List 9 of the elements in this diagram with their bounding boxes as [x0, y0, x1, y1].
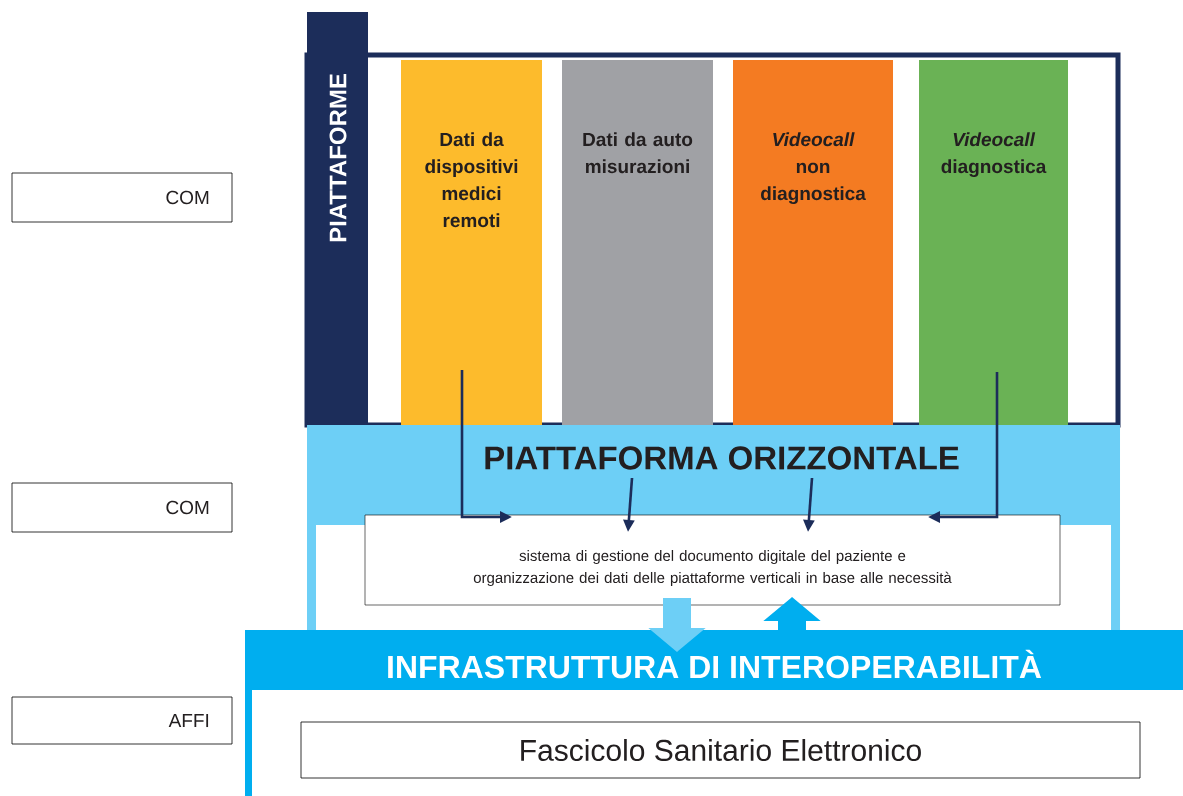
label-box: COM	[11, 172, 233, 223]
label-box: AFFI	[11, 696, 233, 745]
platform-column: Videocall non diagnostica	[733, 60, 893, 425]
platform-column: Videocall diagnostica	[919, 60, 1068, 425]
platform-column: Dati da dispositivi medici remoti	[401, 60, 542, 425]
record-box: Fascicolo Sanitario Elettronico	[300, 721, 1141, 779]
description-box: sistema di gestione del documento digitale del paziente e organizzazione dei dati delle piattaforme verticali in base alle necessità	[364, 514, 1061, 606]
label-box: COM	[11, 482, 233, 533]
platform-column: Dati da auto misurazioni	[562, 60, 713, 425]
